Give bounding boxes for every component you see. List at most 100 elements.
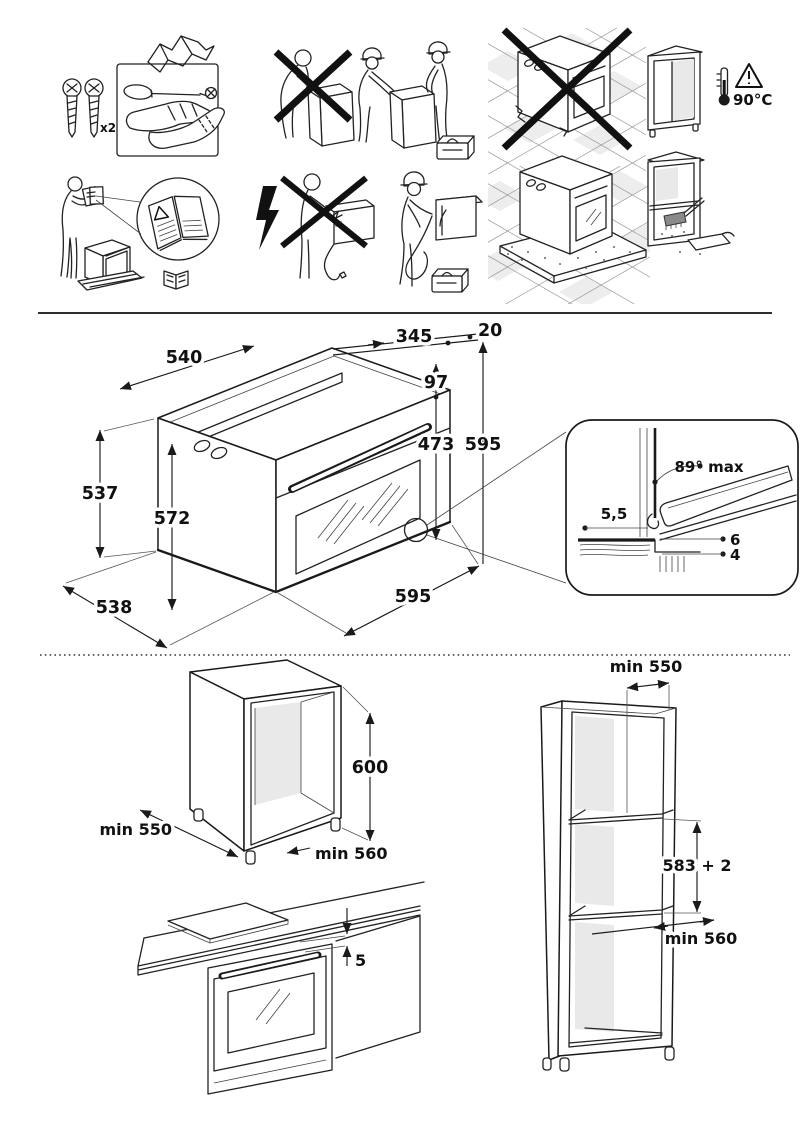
prohibition-cross-icon bbox=[501, 27, 633, 151]
upper-clearance-label: 6 bbox=[730, 531, 740, 549]
book-icon bbox=[163, 270, 189, 290]
prohibition-cross-icon bbox=[273, 49, 353, 123]
cabinet-foot bbox=[330, 817, 341, 832]
cabinet-back-panel bbox=[255, 702, 301, 805]
panel-grain bbox=[659, 556, 685, 572]
side-vent bbox=[193, 439, 211, 453]
dim-total-height: 595 bbox=[465, 435, 502, 455]
dim-top-width: 540 bbox=[166, 348, 203, 368]
dim-body-depth: 538 bbox=[96, 598, 133, 618]
screw-icon bbox=[62, 78, 82, 138]
gap-label: 5,5 bbox=[601, 505, 628, 523]
bottom-panel bbox=[568, 1027, 663, 1044]
dim-tall-depth: min 550 bbox=[610, 657, 683, 676]
dim-cabinet-depth-line bbox=[139, 809, 239, 858]
worker-icon bbox=[425, 41, 451, 145]
box-icon bbox=[389, 85, 437, 149]
dim-panel-height: 97 bbox=[424, 373, 448, 393]
cabinet-foot bbox=[664, 1046, 675, 1061]
manual-leader-lines bbox=[95, 195, 142, 235]
lower-clearance-label: 4 bbox=[730, 546, 740, 564]
detail-leader-lines bbox=[426, 431, 567, 584]
dim-gap: 5 bbox=[355, 951, 366, 970]
dustpan-icon bbox=[687, 231, 735, 251]
cabinet-foot bbox=[559, 1057, 570, 1072]
max-temp-label: 90°C bbox=[733, 91, 772, 109]
phillips-bit-icon bbox=[204, 86, 218, 100]
door-glass bbox=[295, 459, 421, 575]
toolbox-icon bbox=[436, 135, 475, 160]
tall-back-panel bbox=[575, 922, 614, 1032]
wood-grain bbox=[579, 544, 651, 556]
dim-front-width-line bbox=[343, 565, 480, 637]
oven-icon bbox=[519, 155, 613, 255]
electrician-icon bbox=[399, 171, 483, 287]
tall-opening bbox=[568, 711, 665, 1048]
dim-body-height: 572 bbox=[154, 509, 191, 529]
cabinet-foot bbox=[245, 850, 256, 865]
screw-icon bbox=[84, 78, 104, 138]
worker-icon bbox=[358, 47, 395, 143]
dim-shelf-depth: min 560 bbox=[665, 929, 738, 948]
dim-cabinet-depth: min 550 bbox=[99, 820, 172, 839]
toolbox-icon bbox=[431, 268, 469, 293]
dim-cabinet-width: min 560 bbox=[315, 844, 388, 863]
pictogram-two-person-lift bbox=[273, 41, 475, 160]
dim-side-height: 537 bbox=[82, 484, 119, 504]
dim-top-depth: 345 bbox=[396, 327, 433, 347]
pictogram-supplied-parts: x2 bbox=[62, 35, 225, 157]
magnifier-circle bbox=[136, 177, 220, 261]
built-under-oven bbox=[207, 943, 333, 1095]
angle-arc bbox=[655, 465, 701, 483]
tall-back-panel bbox=[575, 716, 614, 812]
dim-top-depth-line bbox=[332, 333, 479, 356]
brush-icon bbox=[663, 197, 705, 230]
tall-back-panel bbox=[575, 824, 614, 906]
open-manual-icon bbox=[147, 195, 209, 252]
warning-triangle-icon bbox=[735, 63, 763, 88]
door-handle bbox=[288, 423, 432, 493]
open-door bbox=[659, 465, 797, 541]
right-panel bbox=[335, 915, 421, 1059]
dim-rear-offset: 20 bbox=[478, 321, 502, 341]
cabinet-foot bbox=[193, 808, 204, 822]
bottom-edge bbox=[156, 520, 452, 594]
undercounter-drawing: 5 bbox=[137, 881, 425, 1095]
side-vent bbox=[210, 446, 228, 460]
shelf bbox=[568, 809, 674, 825]
dim-cabinet-width-line bbox=[286, 846, 311, 856]
screwdriver-icon bbox=[123, 84, 207, 100]
dim-cabinet-height: 600 bbox=[352, 758, 389, 778]
tall-cabinet-drawing: min 550 583 + 2 min 560 bbox=[540, 654, 741, 1072]
gloves-icon bbox=[125, 100, 225, 149]
mounting-bracket-icon bbox=[147, 35, 215, 73]
pictogram-read-manual bbox=[60, 176, 220, 291]
hinge bbox=[646, 513, 660, 530]
pictogram-correct-placement bbox=[488, 151, 735, 304]
base-cabinet-drawing: 600 min 550 min 560 bbox=[96, 659, 392, 867]
shelf bbox=[568, 905, 674, 921]
counter-back-edge bbox=[143, 881, 425, 939]
max-angle-label: 89° max bbox=[674, 458, 743, 476]
dim-top-width-line bbox=[119, 345, 255, 390]
gap-leader-lines bbox=[299, 935, 346, 953]
dim-tall-depth-line bbox=[626, 679, 670, 692]
cabinet-icon bbox=[647, 45, 703, 138]
counter-front-edge bbox=[137, 905, 421, 976]
cabinet-foot bbox=[542, 1057, 552, 1071]
door-glass bbox=[227, 972, 315, 1054]
dim-niche-height: 583 + 2 bbox=[662, 856, 731, 875]
thermometer-icon bbox=[716, 67, 730, 106]
lightning-icon bbox=[256, 186, 279, 250]
pictogram-no-floor-placement: 90°C bbox=[488, 27, 772, 174]
clean-cabinet-icon bbox=[647, 151, 735, 255]
packed-oven-icon bbox=[77, 239, 145, 291]
dim-body-depth-line bbox=[62, 585, 168, 649]
glass-reflections bbox=[317, 482, 409, 545]
hob-icon bbox=[167, 902, 289, 944]
box-icon bbox=[307, 83, 355, 147]
detail-circle bbox=[403, 517, 429, 543]
prohibition-cross-icon bbox=[280, 175, 368, 249]
